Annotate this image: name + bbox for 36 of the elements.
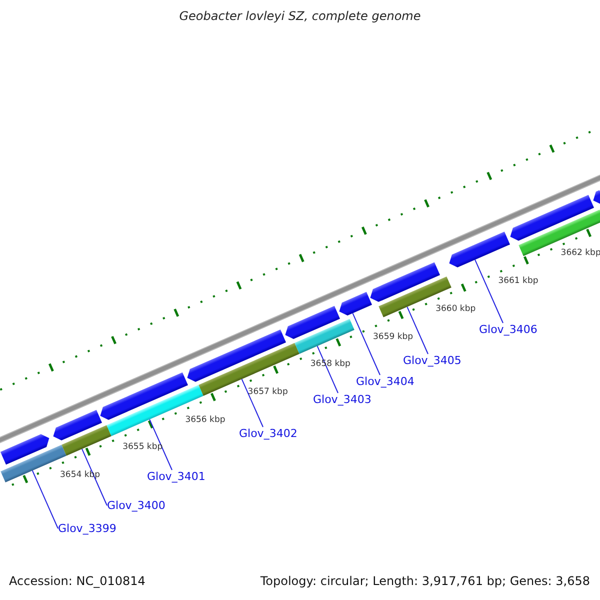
gene-label: Glov_3402 (239, 427, 298, 440)
gene-feature (285, 306, 340, 340)
scale-label: 3662 kbp (560, 248, 600, 258)
scale-label: 3655 kbp (122, 442, 163, 452)
gene-feature (0, 434, 50, 465)
gene-label: Glov_3405 (403, 354, 462, 367)
gene-feature (510, 194, 594, 241)
gene-feature (187, 330, 286, 382)
gene-bar (62, 425, 112, 456)
gene-feature (339, 292, 372, 316)
leader-line (32, 470, 58, 529)
gene-label: Glov_3399 (58, 522, 116, 535)
scale-label: 3656 kbp (185, 414, 226, 425)
scale-label: 3661 kbp (498, 276, 538, 286)
gene-feature (53, 410, 102, 440)
scale-label: 3660 kbp (436, 304, 476, 314)
scale-label: 3659 kbp (373, 332, 414, 342)
gene-feature (449, 232, 510, 268)
genome-info-text: Topology: circular; Length: 3,917,761 bp; Genes: 3,658 (260, 574, 590, 588)
gene-feature (593, 190, 600, 204)
gene-feature (370, 262, 440, 302)
gene-label: Glov_3403 (313, 393, 372, 406)
leader-line (241, 378, 264, 428)
gene-label: Glov_3406 (479, 323, 538, 336)
leader-line (82, 448, 108, 506)
gene-label: Glov_3400 (107, 499, 166, 512)
gene-bar (518, 210, 600, 256)
accession-text: Accession: NC_010814 (9, 574, 146, 588)
scale-label: 3657 kbp (248, 386, 288, 397)
gene-label: Glov_3404 (356, 375, 414, 388)
leader-line (352, 312, 380, 376)
leader-line (149, 418, 172, 470)
title: Geobacter lovleyi SZ, complete genome (178, 9, 422, 23)
gene-label: Glov_3401 (147, 470, 206, 483)
leader-line (474, 259, 504, 324)
leader-line (406, 306, 428, 354)
